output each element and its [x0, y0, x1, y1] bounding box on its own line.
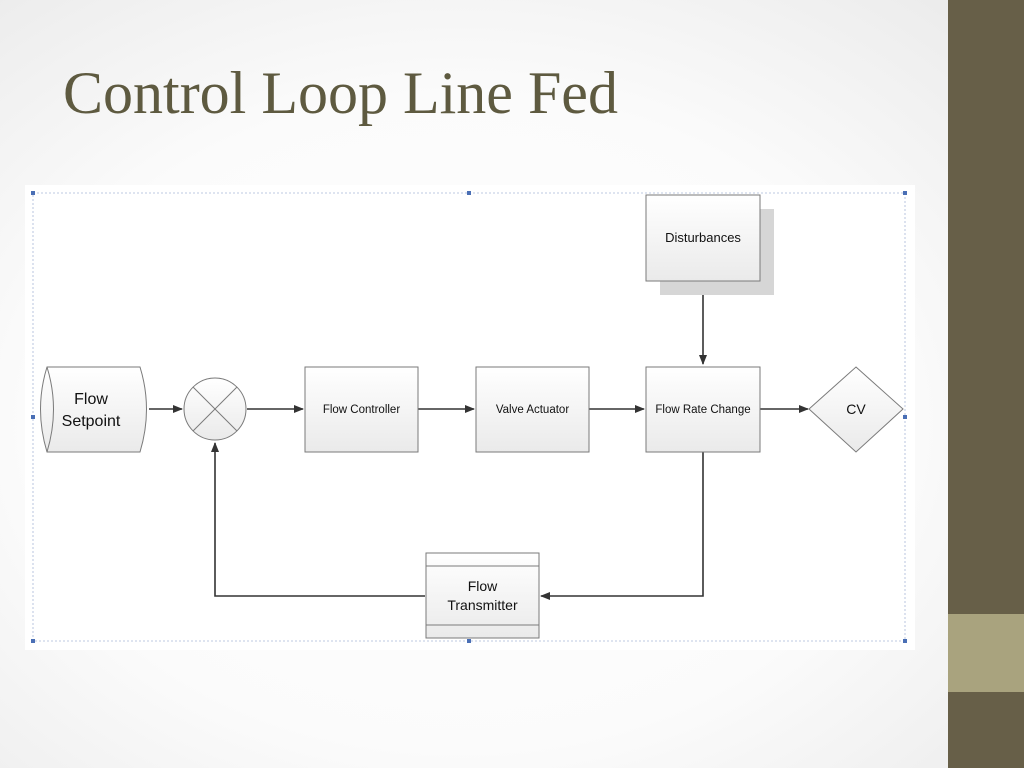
- cv-label: CV: [846, 401, 866, 417]
- diagram-canvas: Flow Setpoint Flow Controller Valve Actu…: [25, 185, 915, 650]
- arrow-transmitter-to-junction: [211, 442, 425, 597]
- node-flow-controller: Flow Controller: [304, 366, 419, 453]
- slide-title: Control Loop Line Fed: [63, 60, 618, 126]
- node-disturbances: Disturbances: [645, 194, 774, 295]
- controller-label: Flow Controller: [323, 404, 400, 416]
- node-flow-transmitter: Flow Transmitter: [425, 552, 540, 639]
- transmitter-label-line-2: Transmitter: [447, 597, 518, 613]
- actuator-label: Valve Actuator: [496, 404, 569, 416]
- diagram-frame: [31, 191, 907, 643]
- summing-junction: [183, 377, 247, 441]
- node-cv: CV: [808, 366, 904, 453]
- node-flow-setpoint: Flow Setpoint: [40, 366, 147, 453]
- disturbances-label: Disturbances: [665, 230, 741, 245]
- transmitter-label-line-1: Flow: [468, 578, 498, 594]
- setpoint-label-line-2: Setpoint: [62, 413, 121, 430]
- arrow-flow-change-to-transmitter: [540, 452, 704, 600]
- flow-rate-change-label: Flow Rate Change: [655, 404, 750, 416]
- side-accent: [948, 614, 1024, 692]
- node-valve-actuator: Valve Actuator: [475, 366, 590, 453]
- setpoint-label-line-1: Flow: [74, 391, 108, 408]
- node-flow-rate-change: Flow Rate Change: [645, 366, 761, 453]
- connectors: [149, 281, 809, 600]
